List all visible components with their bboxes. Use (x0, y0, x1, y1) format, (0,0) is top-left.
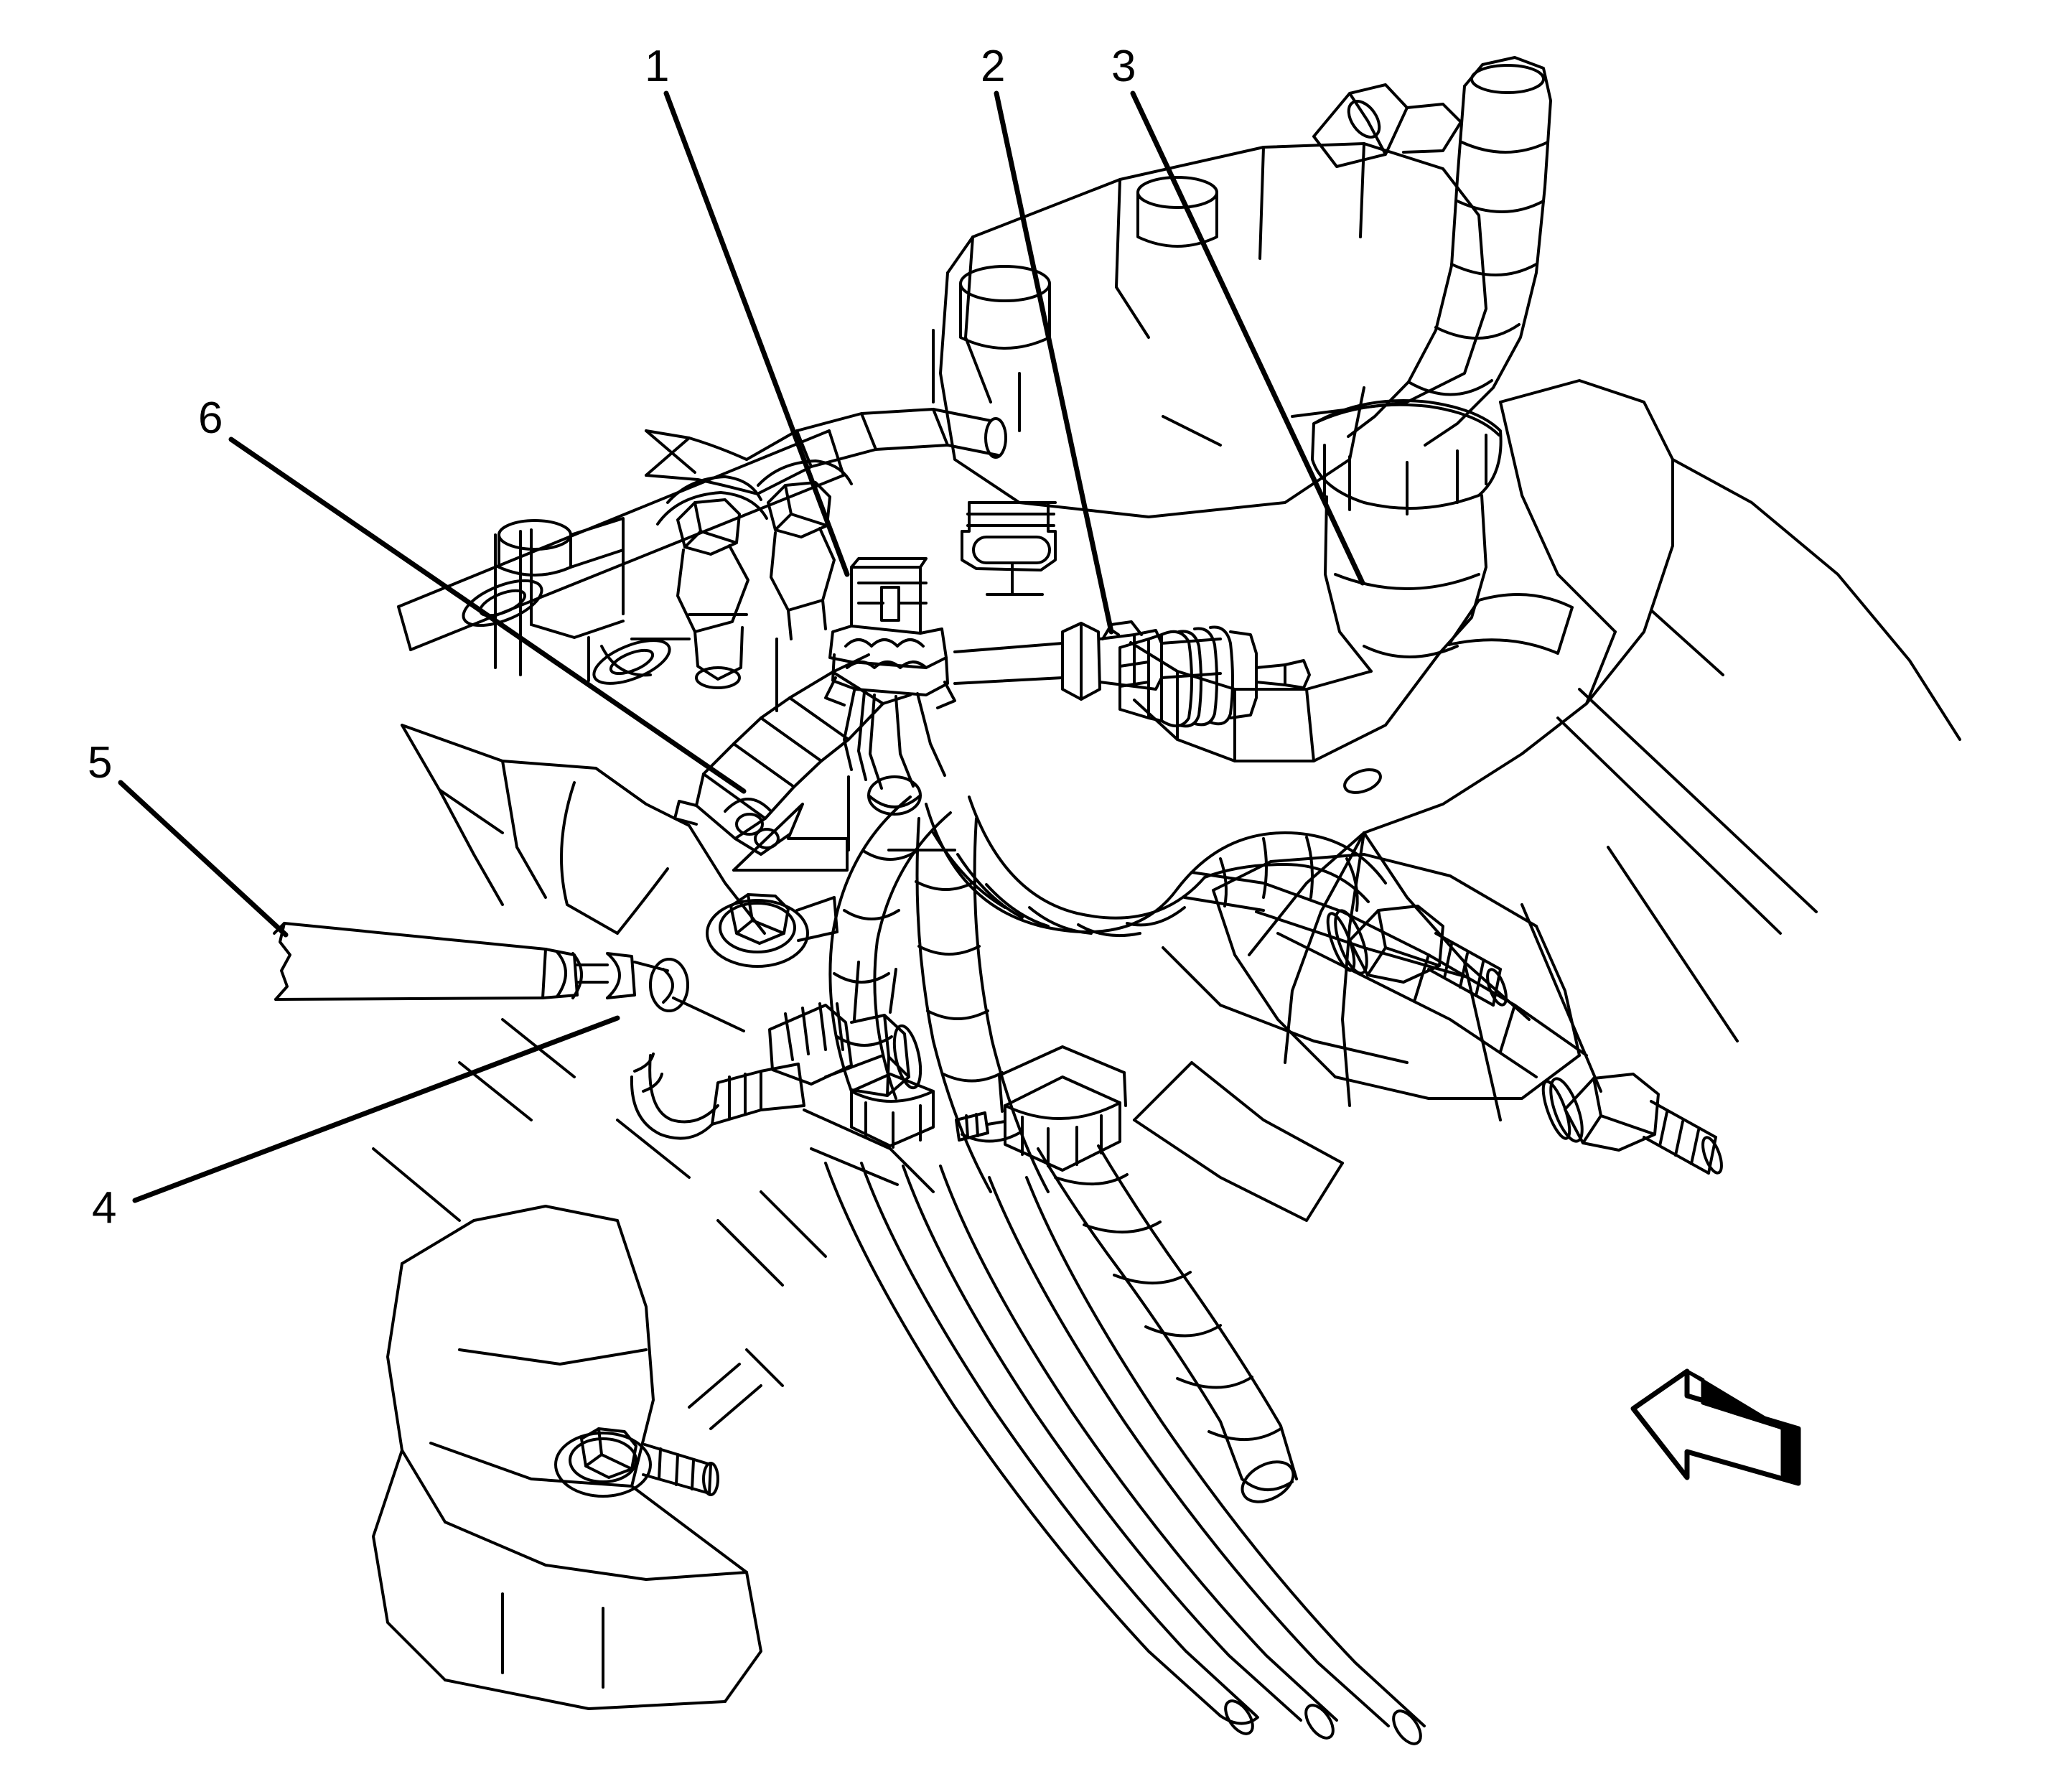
leader-line-1 (663, 90, 850, 577)
callout-label-5: 5 (88, 738, 113, 788)
engine-structure-group (273, 56, 1961, 1745)
callout-label-4: 4 (92, 1183, 117, 1233)
leader-line-5 (118, 780, 289, 938)
leader-line-4 (132, 1015, 620, 1203)
callout-label-3: 3 (1111, 42, 1136, 91)
leader-line-2 (994, 90, 1114, 635)
forward-direction-arrow (1630, 1368, 1801, 1486)
leader-line-3 (1130, 90, 1365, 586)
callout-label-2: 2 (981, 42, 1006, 91)
leader-line-6 (228, 437, 747, 794)
callout-label-1: 1 (645, 42, 670, 91)
callout-leader-lines (118, 90, 1365, 1203)
callout-label-6: 6 (198, 393, 223, 443)
